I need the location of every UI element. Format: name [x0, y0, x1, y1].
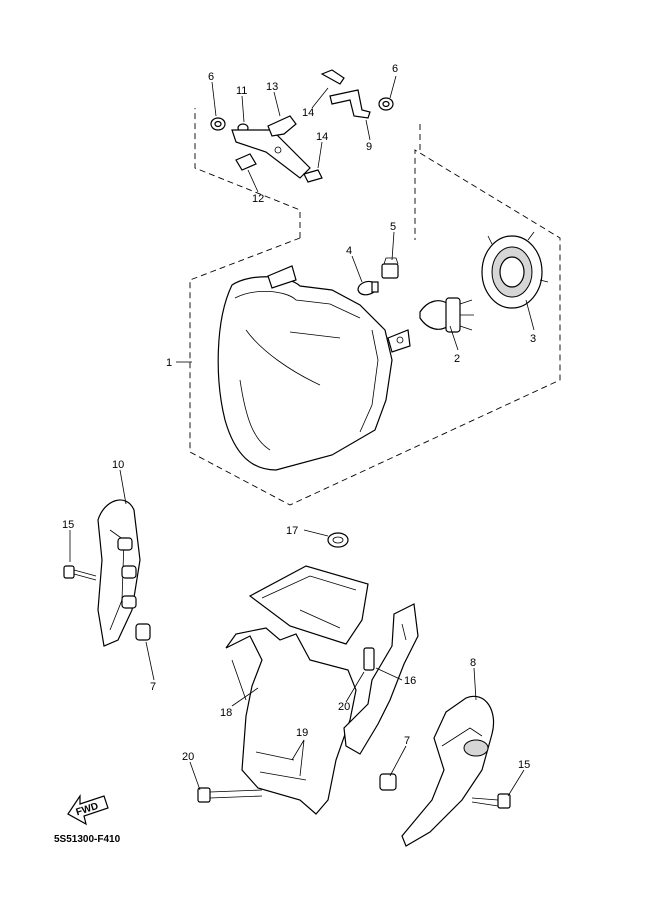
callout-14b: 14 [316, 131, 328, 143]
upper-brackets [210, 69, 394, 183]
callout-7a: 7 [150, 681, 156, 693]
callout-13: 13 [266, 81, 278, 93]
position-socket [381, 257, 399, 279]
diagram-code: 5S51300-F410 [54, 834, 121, 845]
left-cover-bracket [63, 499, 151, 647]
main-stay-bracket [225, 532, 369, 815]
callout-4: 4 [346, 245, 352, 257]
callout-labels: 1 2 3 4 5 6 6 9 11 12 13 14 14 10 15 7 8… [62, 63, 536, 771]
callout-6a: 6 [208, 71, 214, 83]
callout-11: 11 [236, 85, 247, 97]
callout-20a: 20 [338, 701, 350, 713]
callout-2: 2 [454, 353, 460, 365]
headlight-unit [217, 265, 411, 471]
callout-12: 12 [252, 193, 264, 205]
callout-14a: 14 [302, 107, 314, 119]
callout-20b: 20 [182, 751, 194, 763]
right-stay-bracket [343, 603, 419, 755]
callout-15b: 15 [518, 759, 530, 771]
callout-19: 19 [296, 727, 308, 739]
callout-8: 8 [470, 657, 476, 669]
right-side-cover [379, 695, 511, 847]
callout-15a: 15 [62, 519, 74, 531]
callout-6b: 6 [392, 63, 398, 75]
callout-16: 16 [404, 675, 416, 687]
position-bulb [357, 280, 379, 296]
callout-3: 3 [530, 333, 536, 345]
callout-5: 5 [390, 221, 396, 233]
callout-10: 10 [112, 459, 124, 471]
fwd-arrow-icon: FWD [67, 794, 109, 826]
lower-bolt [197, 787, 263, 803]
callout-1: 1 [166, 357, 172, 369]
headlight-bulb [419, 297, 474, 333]
leader-lines [69, 75, 535, 797]
callout-9: 9 [366, 141, 372, 153]
callout-7b: 7 [404, 735, 410, 747]
callout-17: 17 [286, 525, 298, 537]
callout-18: 18 [220, 707, 232, 719]
socket-cover [481, 231, 549, 309]
assembly-dashed-outline [189, 108, 561, 506]
